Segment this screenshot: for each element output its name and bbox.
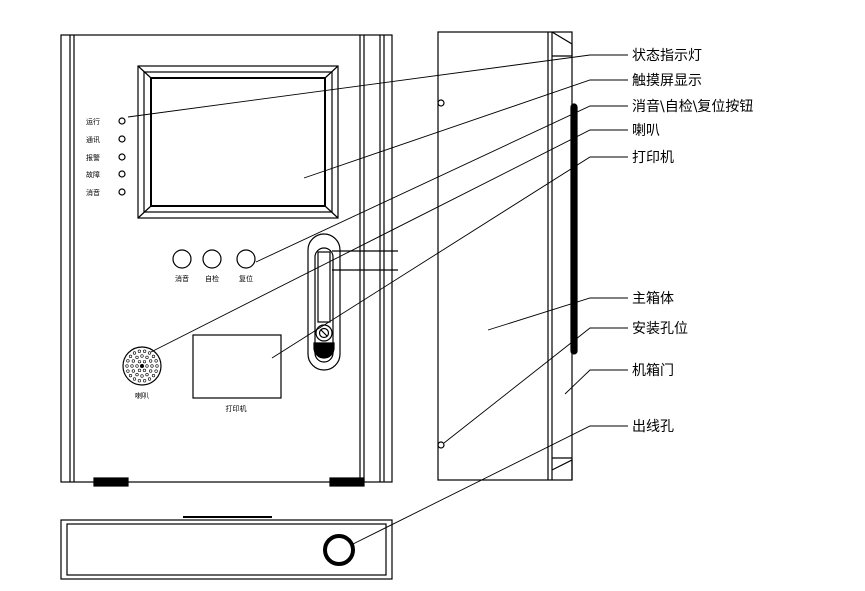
door-handle-bar (570, 103, 578, 355)
speaker-grille-hole (132, 377, 137, 381)
status-light-label: 通讯 (86, 135, 100, 144)
speaker-grille-hole (155, 364, 159, 368)
speaker-grille-hole (151, 354, 156, 358)
speaker-grille-hole (143, 349, 147, 353)
callout-main-cabinet: 主箱体 (632, 291, 674, 307)
speaker-grille-hole (132, 351, 137, 355)
speaker-grille-hole (150, 364, 154, 368)
speaker-grille-hole (143, 379, 147, 383)
speaker-grille-hole (154, 359, 158, 363)
button-label: 自检 (205, 274, 219, 283)
speaker-grille-hole (135, 373, 139, 377)
callout-mount-hole: 安装孔位 (632, 321, 688, 337)
speaker-grille-hole (145, 373, 149, 377)
printer-label: 打印机 (226, 404, 247, 413)
speaker-label: 喇叭 (135, 391, 149, 400)
speaker-grille-hole (128, 354, 133, 358)
status-light-label: 运行 (86, 117, 100, 126)
side-view-cabinet (437, 31, 578, 481)
speaker-grille-hole (140, 374, 144, 378)
speaker-grille-hole (147, 377, 152, 381)
printer (192, 334, 282, 399)
front-cabinet (60, 34, 393, 483)
status-light (118, 135, 126, 143)
status-light (118, 188, 126, 196)
bottom-view (60, 516, 393, 580)
speaker-grille-hole (151, 374, 156, 378)
speaker-grille-hole (149, 369, 153, 373)
self-test-button (202, 249, 222, 269)
callout-printer: 打印机 (632, 149, 674, 166)
mount-hole (437, 99, 445, 107)
status-light (118, 153, 126, 161)
touchscreen (137, 65, 339, 219)
speaker-grille-hole (140, 354, 144, 358)
speaker (122, 346, 162, 386)
speaker-grille-hole (131, 369, 135, 373)
callout-status-lights: 状态指示灯 (632, 48, 702, 64)
speaker-grille-hole (137, 360, 142, 364)
speaker-grille-hole (125, 364, 129, 368)
callout-cable-hole: 出线孔 (632, 419, 674, 435)
speaker-grille-hole (126, 359, 130, 363)
status-light (118, 170, 126, 178)
status-light-label: 报警 (86, 153, 100, 162)
door-lock-handle (307, 233, 398, 371)
speaker-grille-hole (135, 355, 139, 359)
speaker-grille-hole (145, 355, 149, 359)
speaker-grille-hole (128, 374, 133, 378)
status-light-label: 故障 (86, 170, 100, 179)
speaker-grille-hole (137, 379, 141, 383)
callout-cabinet-door: 机箱门 (632, 363, 674, 379)
speaker-grille-hole (147, 351, 152, 355)
reset-button (236, 249, 256, 269)
mute-button (172, 249, 192, 269)
speaker-grille-hole (131, 359, 135, 363)
speaker-grille-hole (135, 364, 139, 368)
callout-speaker: 喇叭 (632, 123, 660, 139)
button-label: 消音 (175, 274, 189, 283)
speaker-grille-hole (130, 364, 134, 368)
speaker-grille-hole (137, 349, 141, 353)
leader-lines (127, 54, 628, 546)
speaker-grille-hole (154, 369, 158, 373)
button-label: 复位 (239, 274, 253, 283)
callout-touchscreen: 触摸屏显示 (632, 73, 702, 89)
speaker-grille-hole (126, 369, 130, 373)
cable-hole (323, 534, 355, 566)
front-foot-right (329, 477, 365, 487)
speaker-grille-hole (137, 368, 142, 372)
front-foot-left (93, 477, 129, 487)
speaker-grille-hole (149, 359, 153, 363)
speaker-grille-hole (142, 368, 147, 372)
speaker-grille-hole (145, 364, 149, 368)
status-light (118, 117, 126, 125)
status-light-label: 消音 (86, 188, 100, 197)
speaker-grille-hole (142, 360, 147, 364)
mount-hole (437, 441, 445, 449)
callout-buttons: 消音\自检\复位按钮 (632, 98, 753, 115)
